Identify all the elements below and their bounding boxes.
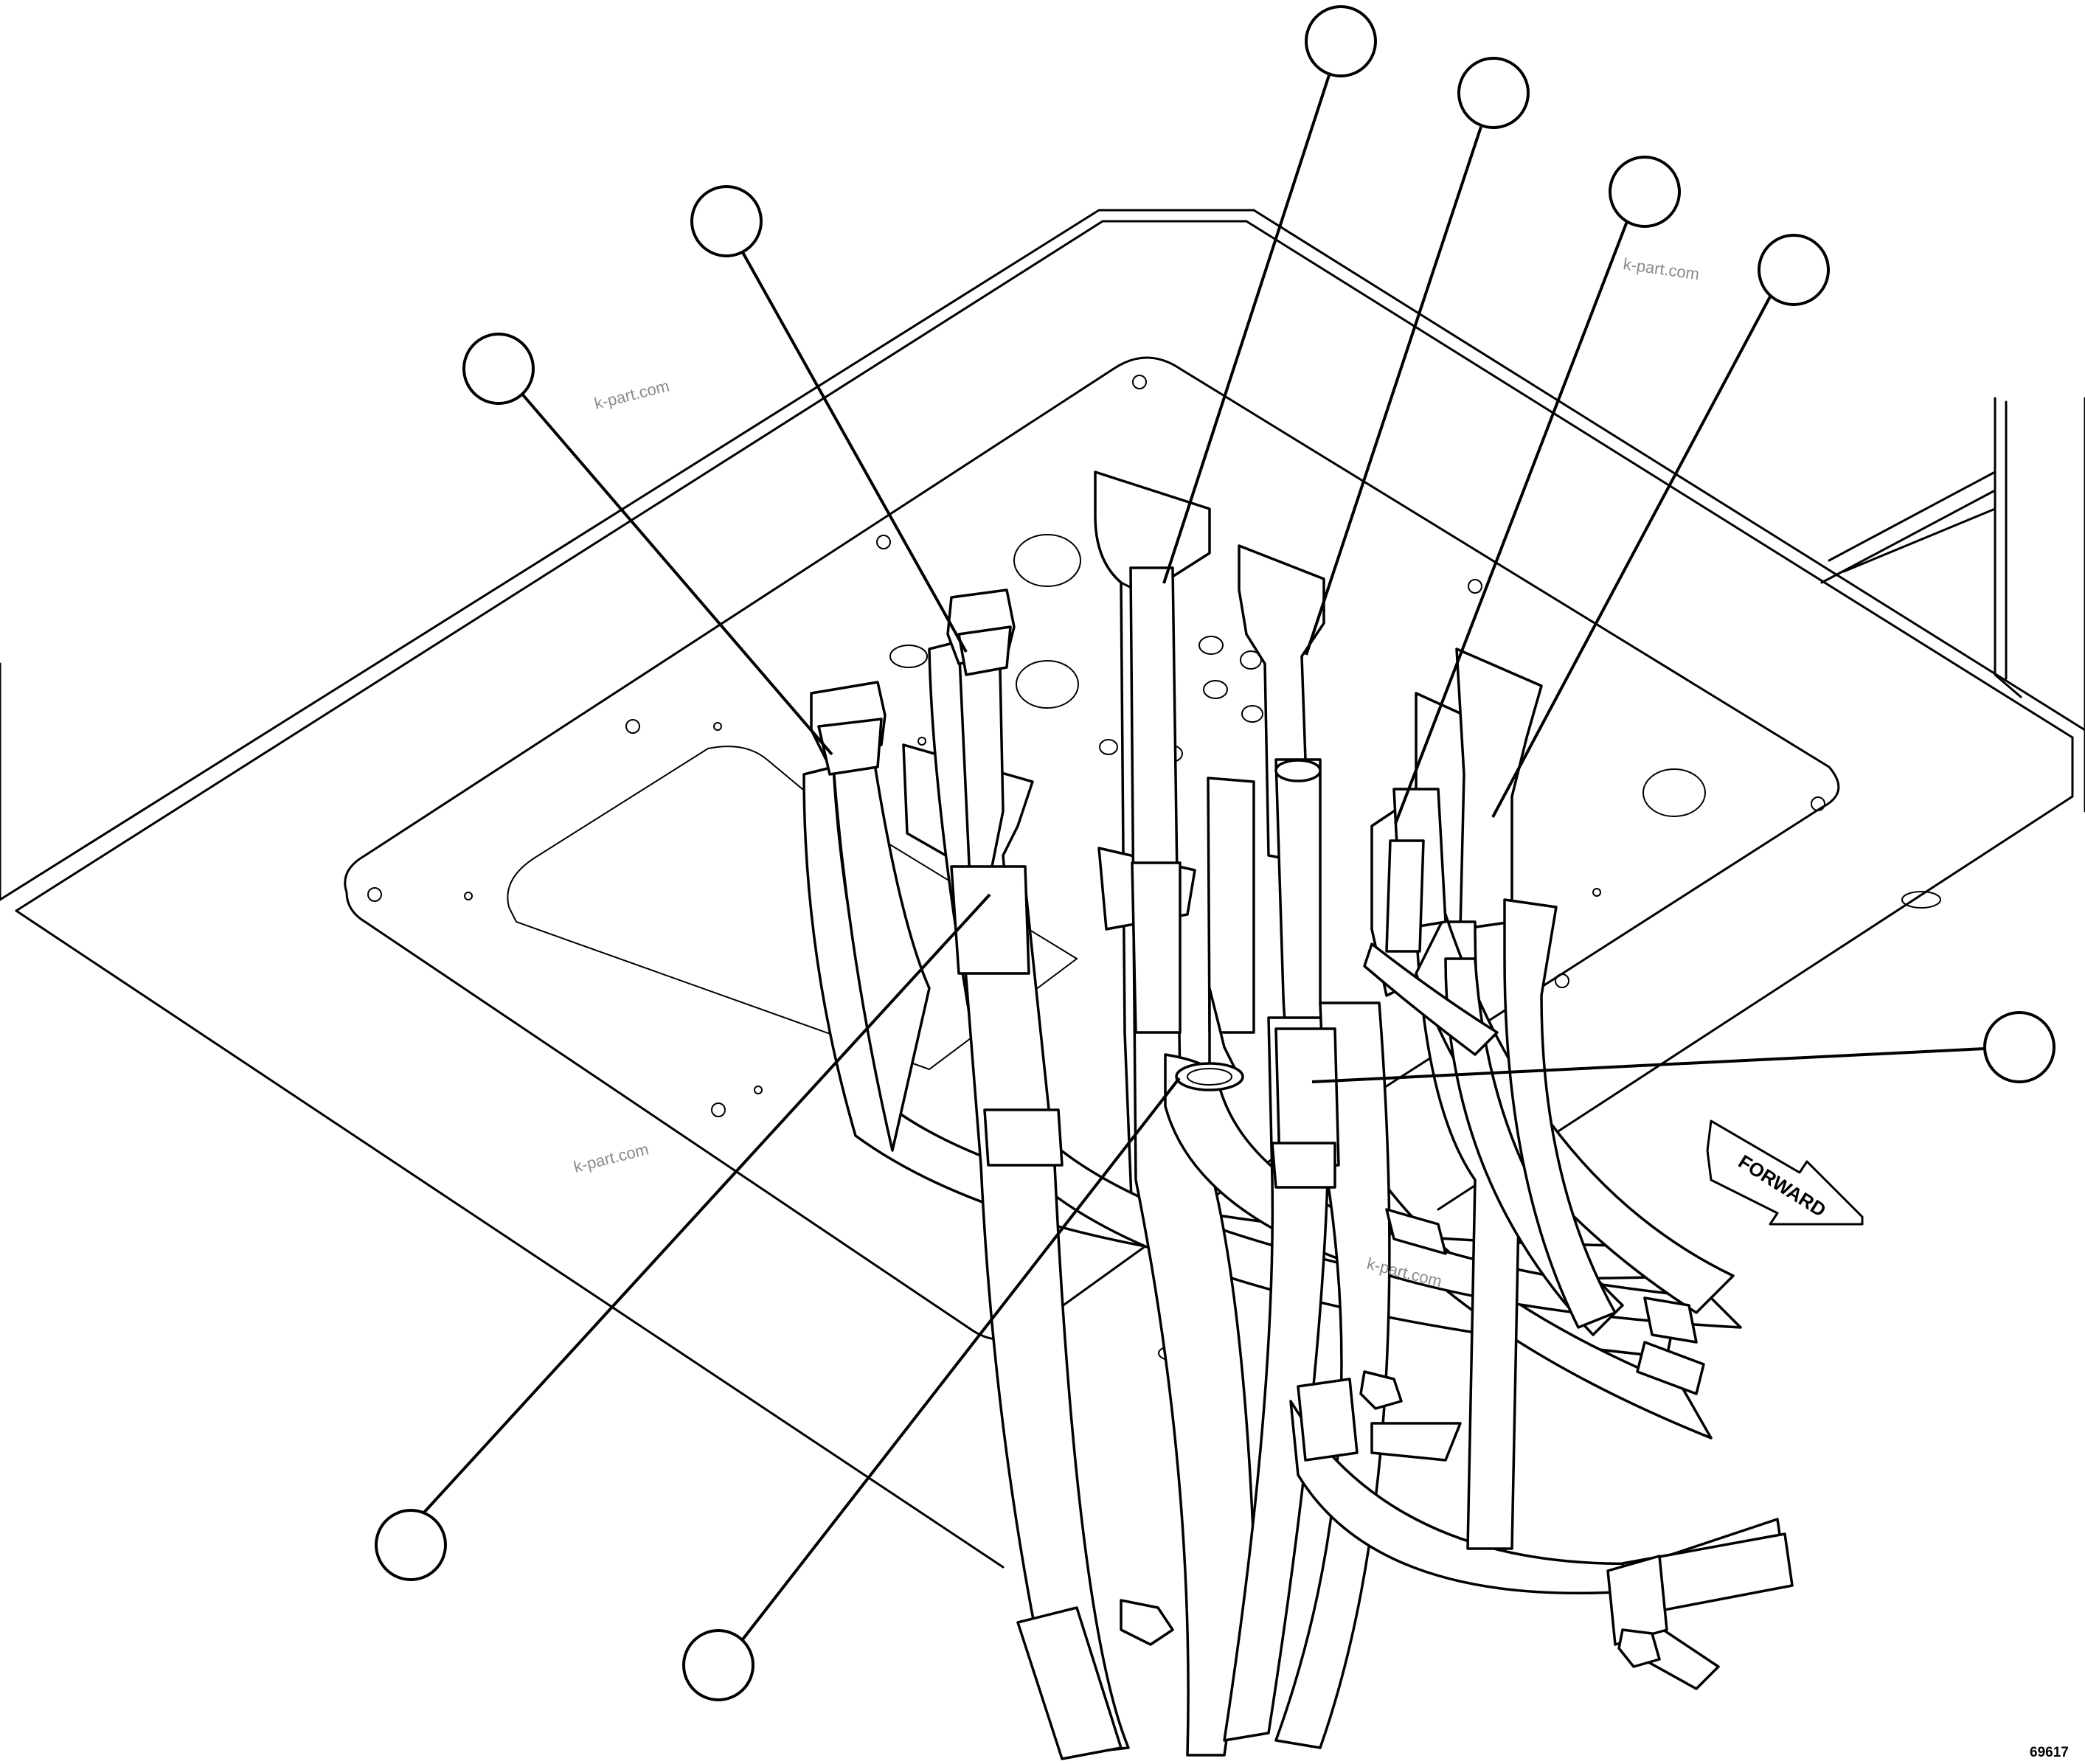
callout-bubble-2	[690, 185, 763, 257]
callout-bubble-1	[462, 333, 535, 405]
watermark-3: k-part.com	[572, 1139, 651, 1176]
hose-sleeves	[950, 759, 1668, 1646]
callout-leaders	[421, 74, 1985, 1641]
forward-arrow: FORWARD	[1706, 1119, 1864, 1226]
callout-bubble-9	[682, 1629, 754, 1701]
callout-bubble-5	[1609, 156, 1681, 228]
callout-bubbles	[375, 5, 2055, 1701]
callout-bubble-8	[1983, 1011, 2055, 1083]
hose-fittings	[810, 588, 1016, 776]
callout-bubble-7	[375, 1509, 447, 1581]
housing-box	[0, 209, 2085, 1569]
watermark-1: k-part.com	[592, 376, 671, 412]
watermark-2: k-part.com	[1622, 254, 1700, 283]
figure-number: 69617	[2030, 1745, 2069, 1760]
callout-bubble-4	[1457, 57, 1530, 129]
hose-clamps	[1120, 1370, 1661, 1668]
callout-bubble-3	[1305, 5, 1377, 77]
callout-bubble-6	[1758, 234, 1830, 306]
forward-label: FORWARD	[1735, 1150, 1830, 1221]
